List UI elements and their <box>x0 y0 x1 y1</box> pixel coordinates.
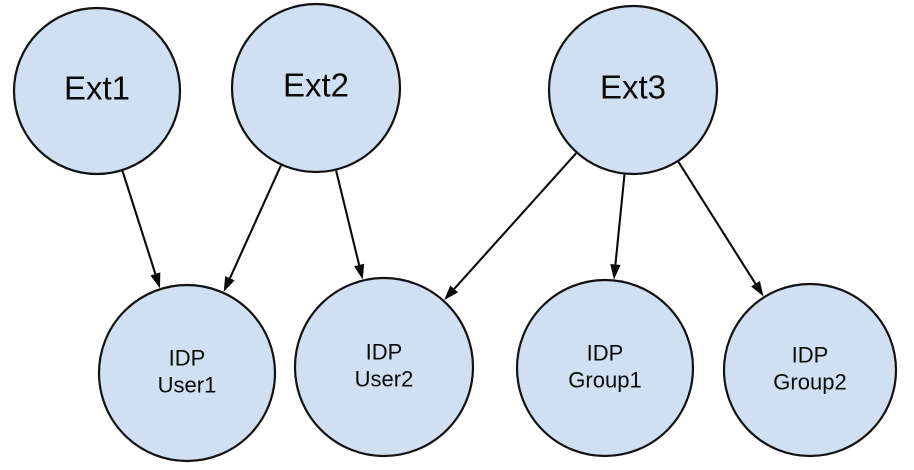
node-label-idp-group1-line1: IDP <box>587 340 624 365</box>
node-label-idp-user1-line1: IDP <box>169 345 206 370</box>
edge-ext3-to-idp-user2 <box>444 152 577 301</box>
arrowhead-icon <box>751 281 764 297</box>
node-ext1[interactable]: Ext1 <box>12 6 182 176</box>
node-circle-idp-user1[interactable] <box>97 283 277 463</box>
edge-shaft <box>677 161 757 285</box>
node-label-ext1: Ext1 <box>64 70 130 107</box>
edge-ext3-to-idp-group1 <box>610 174 626 280</box>
arrowhead-icon <box>444 285 459 301</box>
arrowhead-icon <box>223 276 235 292</box>
node-circle-idp-group2[interactable] <box>722 282 898 458</box>
node-label-ext2: Ext2 <box>283 67 349 104</box>
node-label-idp-user2-line2: User2 <box>355 366 414 391</box>
node-label-idp-user1-line2: User1 <box>158 372 217 397</box>
node-circle-idp-group1[interactable] <box>515 278 695 458</box>
arrowhead-icon <box>150 272 161 289</box>
edge-ext2-to-idp-user1 <box>223 165 282 292</box>
node-circle-ext3[interactable] <box>547 4 719 176</box>
edge-ext1-to-idp-user1 <box>121 170 161 289</box>
node-label-idp-group2-line1: IDP <box>792 342 829 367</box>
node-label-idp-user2-line1: IDP <box>366 339 403 364</box>
node-label-idp-group1-line2: Group1 <box>568 367 641 392</box>
edge-shaft <box>335 170 361 266</box>
arrowhead-icon <box>610 264 621 280</box>
node-label-ext3: Ext3 <box>600 69 666 106</box>
edge-ext2-to-idp-user2 <box>335 170 365 280</box>
edge-layer <box>121 152 764 301</box>
edge-shaft <box>614 174 626 265</box>
arrowhead-icon <box>354 263 365 280</box>
node-ext3[interactable]: Ext3 <box>547 4 719 176</box>
edge-ext3-to-idp-group2 <box>677 161 764 297</box>
node-circle-ext2[interactable] <box>230 2 402 174</box>
edge-shaft <box>121 170 157 275</box>
node-ext2[interactable]: Ext2 <box>230 2 402 174</box>
node-label-idp-group2-line2: Group2 <box>773 369 846 394</box>
edge-shaft <box>453 152 577 290</box>
node-circle-ext1[interactable] <box>12 6 182 176</box>
edge-shaft <box>228 165 282 279</box>
node-circle-idp-user2[interactable] <box>293 276 475 458</box>
